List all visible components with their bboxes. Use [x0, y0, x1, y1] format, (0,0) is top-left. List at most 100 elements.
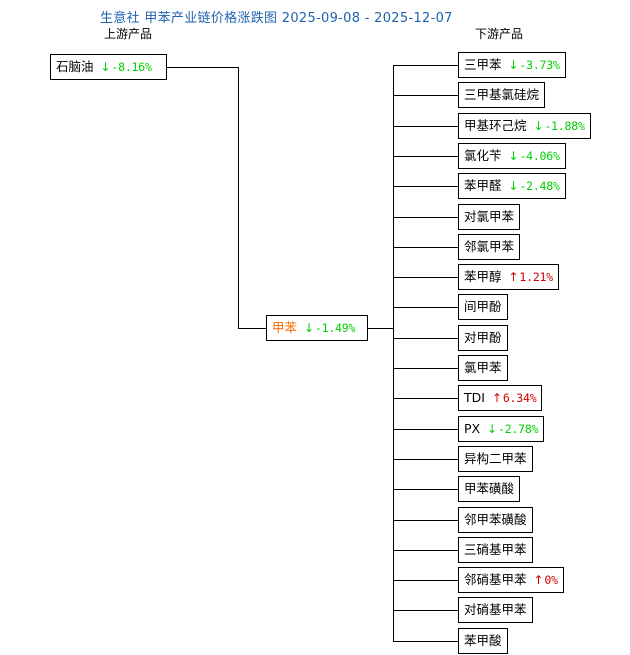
- change-text: -3.73%: [519, 58, 560, 72]
- node-label: 对甲酚: [464, 330, 502, 345]
- downstream-connector-18: [393, 610, 458, 611]
- downstream-connector-9: [393, 338, 458, 339]
- node-label: 氯化苄: [464, 148, 502, 163]
- downstream-connector-7: [393, 277, 458, 278]
- downstream-node-7[interactable]: 苯甲醇 ↑1.21%: [458, 264, 559, 290]
- change-text: -4.06%: [519, 149, 560, 163]
- downstream-connector-17: [393, 580, 458, 581]
- downstream-node-1[interactable]: 三甲基氯硅烷: [458, 82, 546, 108]
- downstream-node-16[interactable]: 三硝基甲苯: [458, 537, 533, 563]
- down-arrow-icon: ↓: [508, 149, 519, 163]
- upstream-connector-h-top: [167, 67, 238, 68]
- node-label: 苯甲醇: [464, 269, 502, 284]
- node-label: PX: [464, 421, 481, 436]
- downstream-connector-4: [393, 186, 458, 187]
- downstream-connector-0: [393, 65, 458, 66]
- downstream-connector-13: [393, 459, 458, 460]
- downstream-column-header: 下游产品: [475, 27, 524, 41]
- center-to-trunk-connector: [368, 328, 393, 329]
- node-label: 三甲基氯硅烷: [464, 87, 540, 102]
- node-label: 苯甲酸: [464, 633, 502, 648]
- downstream-node-4[interactable]: 苯甲醛 ↓-2.48%: [458, 173, 566, 199]
- downstream-connector-8: [393, 307, 458, 308]
- node-label: 甲基环己烷: [464, 118, 527, 133]
- downstream-node-11[interactable]: TDI ↑6.34%: [458, 385, 543, 411]
- downstream-connector-14: [393, 489, 458, 490]
- center-node-toluene[interactable]: 甲苯 ↓-1.49%: [266, 315, 368, 341]
- node-label: TDI: [464, 390, 485, 405]
- node-label: 邻甲苯磺酸: [464, 512, 527, 527]
- change-text: -2.78%: [497, 422, 539, 436]
- price-down-value: ↓-1.88%: [534, 114, 585, 138]
- change-text: 0%: [544, 573, 558, 587]
- down-arrow-icon: ↓: [508, 179, 519, 193]
- downstream-connector-10: [393, 368, 458, 369]
- node-label: 间甲酚: [464, 299, 502, 314]
- upstream-connector-h-bottom: [238, 328, 266, 329]
- node-label: 三甲苯: [464, 57, 502, 72]
- downstream-connector-2: [393, 126, 458, 127]
- downstream-connector-15: [393, 520, 458, 521]
- downstream-node-0[interactable]: 三甲苯 ↓-3.73%: [458, 52, 566, 78]
- node-label: 石脑油: [56, 59, 94, 74]
- downstream-node-17[interactable]: 邻硝基甲苯↑0%: [458, 567, 564, 593]
- downstream-node-6[interactable]: 邻氯甲苯: [458, 234, 521, 260]
- price-down-value: ↓-2.48%: [509, 174, 560, 198]
- downstream-connector-5: [393, 217, 458, 218]
- up-arrow-icon: ↑: [491, 391, 502, 405]
- downstream-node-15[interactable]: 邻甲苯磺酸: [458, 507, 533, 533]
- change-text: 6.34%: [502, 391, 537, 405]
- change-text: -2.48%: [519, 179, 560, 193]
- up-arrow-icon: ↑: [508, 270, 519, 284]
- node-label: 苯甲醛: [464, 178, 502, 193]
- node-label: 邻氯甲苯: [464, 239, 515, 254]
- node-label: 异构二甲苯: [464, 451, 527, 466]
- downstream-node-14[interactable]: 甲苯磺酸: [458, 476, 521, 502]
- price-up-value: ↑1.21%: [508, 265, 554, 289]
- down-arrow-icon: ↓: [508, 58, 519, 72]
- downstream-trunk-line: [393, 65, 394, 641]
- downstream-connector-16: [393, 550, 458, 551]
- price-down-value: ↓-3.73%: [509, 53, 560, 77]
- downstream-node-3[interactable]: 氯化苄 ↓-4.06%: [458, 143, 566, 169]
- down-arrow-icon: ↓: [304, 321, 314, 335]
- down-arrow-icon: ↓: [100, 60, 111, 74]
- down-arrow-icon: ↓: [487, 422, 497, 436]
- upstream-node-0[interactable]: 石脑油 ↓-8.16%: [50, 54, 167, 80]
- downstream-node-10[interactable]: 氯甲苯: [458, 355, 508, 381]
- price-down-value: ↓-2.78%: [487, 417, 538, 441]
- upstream-column-header: 上游产品: [104, 27, 153, 41]
- node-label: 甲苯磺酸: [464, 481, 515, 496]
- change-text: -8.16%: [111, 60, 152, 74]
- downstream-node-19[interactable]: 苯甲酸: [458, 628, 508, 654]
- downstream-connector-3: [393, 156, 458, 157]
- price-down-value: ↓-8.16%: [101, 55, 152, 79]
- node-label: 对硝基甲苯: [464, 602, 527, 617]
- change-text: -1.49%: [314, 321, 356, 335]
- down-arrow-icon: ↓: [533, 119, 544, 133]
- price-up-value: ↑0%: [533, 568, 559, 592]
- price-up-value: ↑6.34%: [491, 386, 537, 410]
- downstream-node-18[interactable]: 对硝基甲苯: [458, 597, 533, 623]
- change-text: 1.21%: [519, 270, 553, 284]
- downstream-node-2[interactable]: 甲基环己烷 ↓-1.88%: [458, 113, 591, 139]
- price-down-value: ↓-1.49%: [304, 316, 355, 340]
- downstream-connector-11: [393, 398, 458, 399]
- downstream-node-13[interactable]: 异构二甲苯: [458, 446, 533, 472]
- up-arrow-icon: ↑: [533, 573, 544, 587]
- downstream-connector-6: [393, 247, 458, 248]
- change-text: -1.88%: [544, 119, 585, 133]
- downstream-node-12[interactable]: PX ↓-2.78%: [458, 416, 545, 442]
- node-label: 对氯甲苯: [464, 209, 515, 224]
- node-label: 三硝基甲苯: [464, 542, 527, 557]
- downstream-node-8[interactable]: 间甲酚: [458, 294, 508, 320]
- node-label: 甲苯: [272, 320, 298, 335]
- downstream-connector-12: [393, 429, 458, 430]
- upstream-connector-v: [238, 67, 239, 328]
- downstream-connector-1: [393, 95, 458, 96]
- node-label: 氯甲苯: [464, 360, 502, 375]
- downstream-node-9[interactable]: 对甲酚: [458, 325, 508, 351]
- downstream-node-5[interactable]: 对氯甲苯: [458, 204, 521, 230]
- downstream-connector-19: [393, 641, 458, 642]
